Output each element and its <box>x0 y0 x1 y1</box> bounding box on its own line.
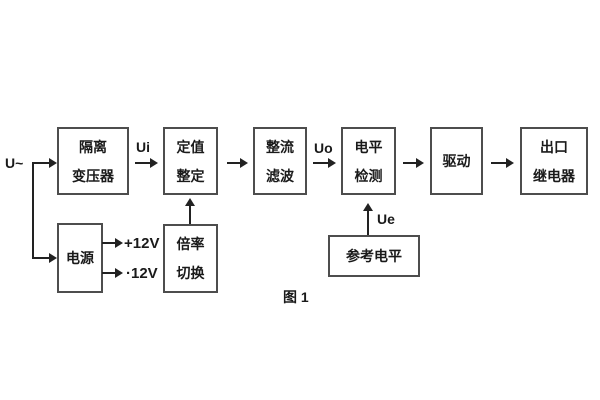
connector-line <box>32 162 34 259</box>
block-label-line: 整流 <box>266 138 294 155</box>
input-signal-label: U~ <box>5 155 24 171</box>
power-label-minus12v: ·12V <box>126 265 158 282</box>
connector-line <box>32 162 50 164</box>
block-label-line: 隔离 <box>79 138 107 155</box>
signal-label-uo: Uo <box>314 140 333 156</box>
arrow-right-icon <box>115 268 123 278</box>
block-label-line: 滤波 <box>266 167 294 184</box>
block-label-line: 变压器 <box>72 167 114 184</box>
signal-label-ue: Ue <box>377 211 395 227</box>
block-label-line: 定值 <box>176 138 205 155</box>
connector-line <box>189 205 191 224</box>
arrow-right-icon <box>49 253 57 263</box>
block-label-line: 倍率 <box>176 236 205 252</box>
connector-line <box>491 162 507 164</box>
connector-line <box>403 162 417 164</box>
block-setting-adjust: 定值 整定 <box>163 127 218 195</box>
connector-line <box>135 162 151 164</box>
block-label-line: 驱动 <box>442 153 471 169</box>
block-label-line: 电源 <box>66 250 94 266</box>
block-ratio-switch: 倍率 切换 <box>163 224 218 293</box>
block-rectifier-filter: 整流 滤波 <box>253 127 307 195</box>
connector-line <box>32 257 50 259</box>
arrow-up-icon <box>185 198 195 206</box>
power-label-plus12v: +12V <box>124 235 160 252</box>
arrow-right-icon <box>416 158 424 168</box>
block-label-line: 出口 <box>540 138 568 155</box>
connector-line <box>227 162 241 164</box>
block-isolation-transformer: 隔离 变压器 <box>57 127 129 195</box>
signal-label-ui: Ui <box>136 139 150 155</box>
arrow-right-icon <box>49 158 57 168</box>
block-label-line: 继电器 <box>533 167 575 184</box>
connector-line <box>102 272 116 274</box>
block-drive: 驱动 <box>430 127 483 195</box>
block-output-relay: 出口 继电器 <box>520 127 588 195</box>
block-label-line: 检测 <box>354 167 383 184</box>
arrow-right-icon <box>240 158 248 168</box>
connector-line <box>102 242 116 244</box>
block-power-supply: 电源 <box>57 223 103 293</box>
block-reference-level: 参考电平 <box>328 235 420 277</box>
arrow-right-icon <box>150 158 158 168</box>
block-label-line: 电平 <box>354 138 383 155</box>
block-label-line: 切换 <box>176 265 205 281</box>
arrow-right-icon <box>328 158 336 168</box>
arrow-right-icon <box>115 238 123 248</box>
figure-caption: 图 1 <box>283 289 309 305</box>
connector-line <box>313 162 329 164</box>
block-label-line: 参考电平 <box>346 248 402 264</box>
connector-line <box>367 210 369 235</box>
arrow-right-icon <box>506 158 514 168</box>
block-label-line: 整定 <box>176 167 205 184</box>
arrow-up-icon <box>363 203 373 211</box>
block-level-detection: 电平 检测 <box>341 127 396 195</box>
